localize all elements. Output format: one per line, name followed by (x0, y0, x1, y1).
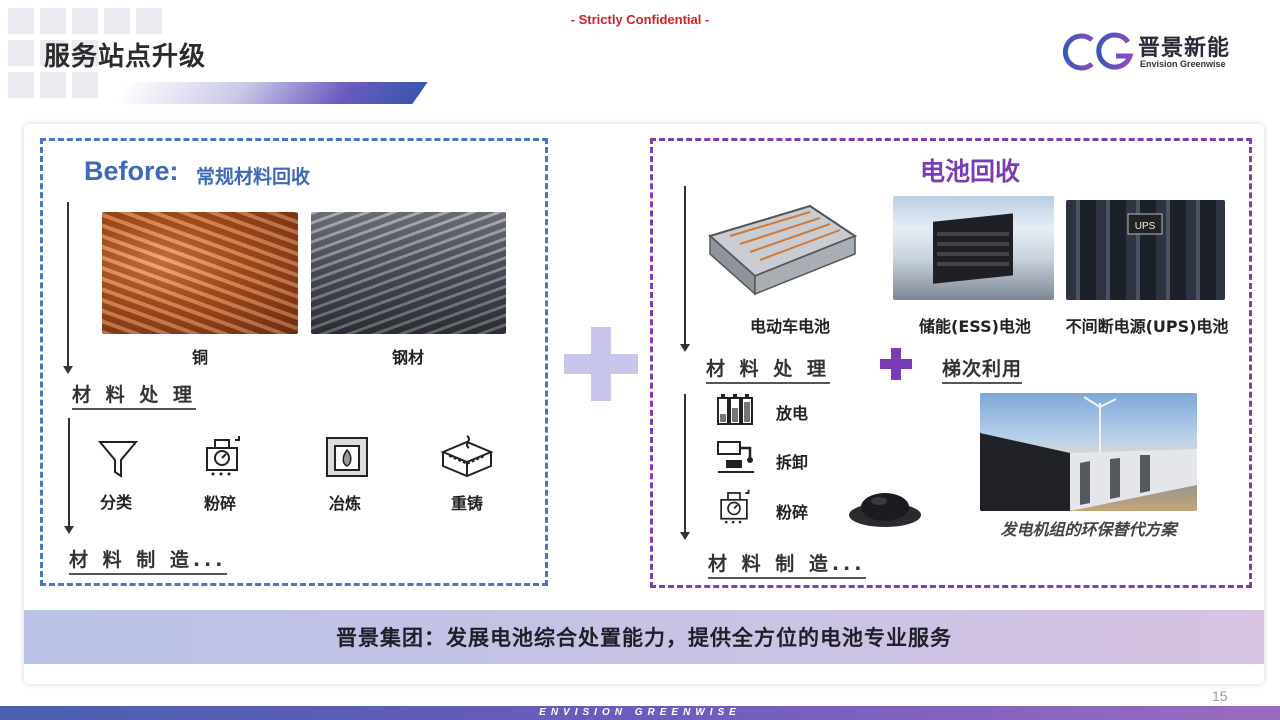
decorative-squares (8, 8, 168, 100)
flow-arrow (680, 394, 690, 540)
page-title: 服务站点升级 (44, 42, 207, 72)
steel-bars-photo (311, 212, 506, 334)
before-subtitle: 常规材料回收 (196, 166, 311, 188)
plus-icon (880, 348, 912, 380)
step-disassemble-label: 拆卸 (776, 453, 809, 472)
casting-icon (439, 432, 495, 486)
page-number: 15 (1212, 688, 1228, 704)
step-recast-label: 重铸 (451, 494, 484, 513)
step-discharge-label: 放电 (776, 404, 809, 423)
summary-banner: 晋景集团：发展电池综合处置能力，提供全方位的电池专业服务 (24, 610, 1264, 664)
step-crush-label: 粉碎 (776, 503, 809, 522)
plus-icon (564, 327, 638, 401)
material-manufacturing-label: 材 料 制 造... (69, 545, 227, 575)
second-life-label: 梯次利用 (942, 354, 1023, 384)
footer-bar: ENVISION GREENWISE (0, 706, 1280, 720)
step-sort-label: 分类 (100, 493, 133, 512)
flow-arrow (680, 186, 690, 352)
battery-section-box (650, 138, 1252, 588)
energy-storage-genset-photo (980, 393, 1197, 511)
crusher-icon (201, 432, 243, 480)
flow-arrow (63, 202, 73, 374)
battery-caption-ess: 储能(ESS)电池 (919, 317, 1031, 336)
footer-brand: ENVISION GREENWISE (539, 707, 741, 718)
battery-caption-ev: 电动车电池 (749, 317, 830, 336)
battery-caption-ups: 不间断电源(UPS)电池 (1065, 317, 1229, 336)
logo-chinese-text: 晋景新能 (1138, 36, 1231, 61)
battery-recycling-title: 电池回收 (920, 157, 1021, 186)
logo-english-text: Envision Greenwise (1140, 59, 1226, 69)
copper-scrap-photo (102, 212, 298, 334)
genset-alternative-caption: 发电机组的环保替代方案 (1000, 520, 1177, 539)
discharge-icon (716, 392, 754, 430)
company-logo: 晋景新能 Envision Greenwise (1062, 30, 1242, 74)
robot-arm-icon (716, 440, 756, 478)
crusher-icon (716, 486, 752, 528)
svg-text:UPS: UPS (1135, 221, 1156, 232)
flow-arrow (64, 418, 74, 534)
material-caption-steel: 钢材 (391, 348, 424, 367)
step-crush-label: 粉碎 (204, 494, 237, 513)
material-processing-label: 材 料 处 理 (706, 354, 830, 384)
material-manufacturing-label: 材 料 制 造... (708, 549, 866, 579)
material-caption-copper: 铜 (191, 348, 208, 367)
furnace-icon (325, 434, 369, 482)
confidential-notice: - Strictly Confidential - (570, 12, 710, 27)
black-mass-powder-photo (845, 485, 923, 529)
step-smelt-label: 冶炼 (329, 494, 362, 513)
material-processing-label: 材 料 处 理 (72, 380, 196, 410)
before-label: Before: (84, 156, 179, 186)
summary-banner-text: 晋景集团：发展电池综合处置能力，提供全方位的电池专业服务 (336, 626, 952, 650)
eg-logo-icon (1062, 32, 1134, 71)
ev-battery-pack-photo (700, 196, 860, 300)
ess-container-photo (893, 196, 1054, 300)
before-section-box (40, 138, 548, 586)
funnel-icon (97, 438, 139, 484)
ups-rack-photo: UPS (1066, 200, 1225, 300)
title-accent-bar (112, 82, 428, 104)
